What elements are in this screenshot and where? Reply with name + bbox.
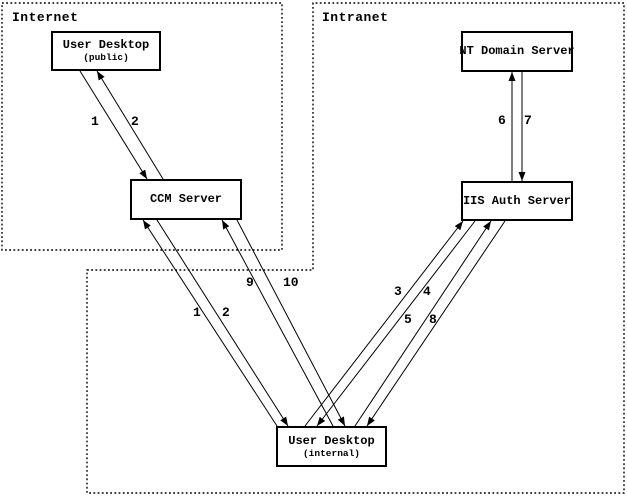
step-label-10-ccm_server: 10: [283, 275, 299, 290]
node-title: CCM Server: [149, 192, 222, 206]
node-ccm-server: CCM Server: [130, 179, 242, 220]
connection-step-1-user_desktop_public-to-ccm_server: [79, 70, 148, 180]
node-title: IIS Auth Server: [462, 193, 572, 208]
connection-step-4-iis_auth_server-to-user_desktop_internal: [316, 220, 476, 427]
node-nt-domain-server: NT Domain Server: [459, 31, 575, 72]
step-label-4-iis_auth_server: 4: [423, 284, 431, 299]
node-title: User Desktop: [62, 38, 150, 52]
connection-step-5-user_desktop_internal-to-iis_auth_server: [354, 220, 492, 427]
connection-step-2-ccm_server-to-user_desktop_internal: [156, 219, 289, 427]
connection-lines: [79, 70, 526, 427]
step-label-2-ccm_server: 2: [131, 114, 139, 129]
step-label-6-iis_auth_server: 6: [498, 113, 506, 128]
step-label-1-user_desktop_public: 1: [91, 114, 99, 129]
step-label-9-user_desktop_internal: 9: [246, 275, 254, 290]
connection-step-9-user_desktop_internal-to-ccm_server: [221, 219, 334, 427]
node-title: NT Domain Server: [459, 44, 575, 58]
step-label-1-user_desktop_internal: 1: [193, 305, 201, 320]
connection-step-2-ccm_server-to-user_desktop_public: [96, 70, 164, 180]
node-title: User Desktop: [288, 433, 375, 448]
step-label-5-user_desktop_internal: 5: [404, 312, 412, 327]
internet-zone-label: Internet: [12, 10, 79, 25]
connection-step-3-user_desktop_internal-to-iis_auth_server: [304, 220, 464, 427]
node-subtitle: (public): [83, 52, 129, 63]
step-label-3-user_desktop_internal: 3: [394, 284, 402, 299]
connection-step-8-iis_auth_server-to-user_desktop_internal: [366, 220, 506, 427]
intranet-zone-label: Intranet: [322, 10, 389, 25]
connection-step-10-ccm_server-to-user_desktop_internal: [236, 219, 346, 427]
intranet-zone-outline: [86, 2, 625, 494]
node-subtitle: (internal): [302, 447, 360, 459]
node-user-desktop-public: User Desktop (public): [51, 31, 161, 71]
node-user-desktop-internal: User Desktop (internal): [276, 426, 387, 467]
connection-step-1-user_desktop_internal-to-ccm_server: [142, 219, 278, 427]
step-label-8-iis_auth_server: 8: [429, 312, 437, 327]
node-iis-auth-server: IIS Auth Server: [461, 181, 573, 221]
step-label-7-nt_domain_server: 7: [524, 113, 532, 128]
step-label-2-ccm_server: 2: [222, 305, 230, 320]
